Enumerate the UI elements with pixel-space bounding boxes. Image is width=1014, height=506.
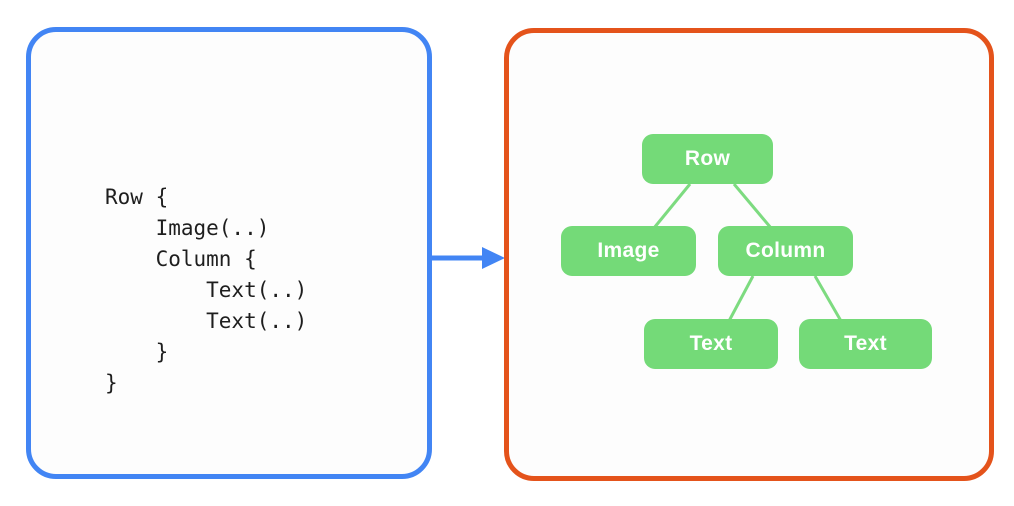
code-line: Image(..)	[105, 216, 270, 240]
code-line: }	[105, 340, 169, 364]
code-line: Text(..)	[105, 309, 308, 333]
tree-node-column: Column	[718, 226, 853, 276]
tree-panel: Row Image Column Text Text	[504, 28, 994, 481]
tree-edges	[652, 183, 843, 322]
tree-node-text: Text	[799, 319, 932, 369]
code-line: }	[105, 371, 118, 395]
code-panel: Row { Image(..) Column { Text(..) Text(.…	[26, 27, 432, 479]
code-line: Row {	[105, 185, 169, 209]
tree-node-row: Row	[642, 134, 773, 184]
tree-node-text: Text	[644, 319, 778, 369]
code-line: Text(..)	[105, 278, 308, 302]
code-block: Row { Image(..) Column { Text(..) Text(.…	[105, 182, 307, 399]
code-line: Column {	[105, 247, 257, 271]
tree-node-image: Image	[561, 226, 696, 276]
right-arrow-icon	[432, 247, 505, 269]
